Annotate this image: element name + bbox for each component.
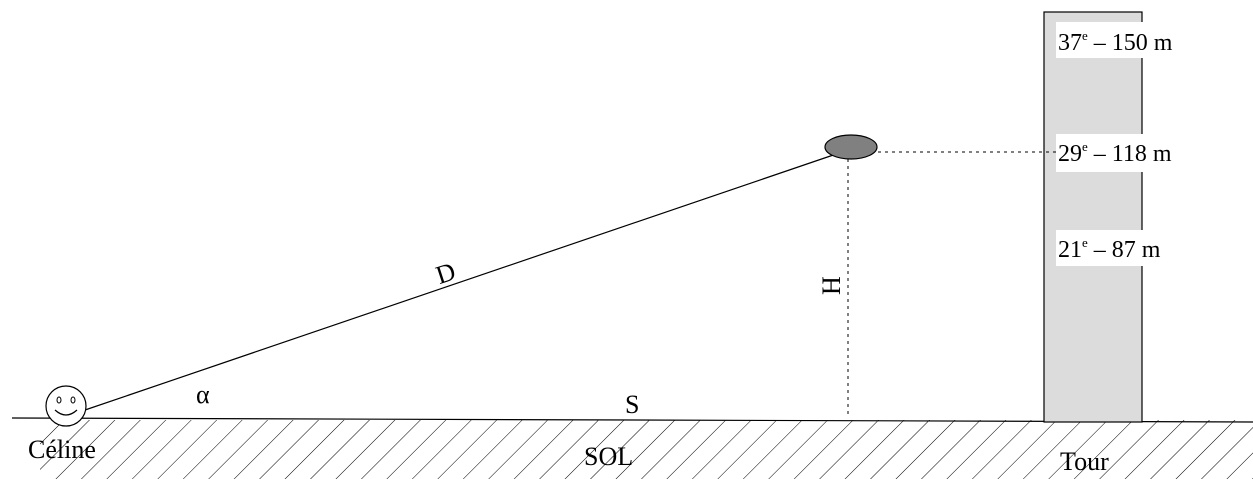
- smiley-icon: [45, 385, 87, 427]
- floor-37-bg: [1056, 22, 1144, 58]
- floor-29-bg: [1056, 134, 1144, 172]
- tower: [1043, 11, 1143, 423]
- floor-29-label: 29e – 118 m: [1058, 139, 1172, 167]
- distance-label: D: [432, 257, 459, 290]
- sight-line: [84, 149, 849, 411]
- ground-label: SOL: [584, 442, 633, 471]
- flying-object: [824, 134, 878, 160]
- floor-21-label: 21e – 87 m: [1058, 235, 1161, 263]
- person-label: Céline: [28, 435, 96, 464]
- ground-hatch: [40, 420, 1253, 479]
- angle-label: α: [196, 380, 210, 409]
- height-label: H: [817, 276, 846, 295]
- ground-distance-label: S: [625, 390, 639, 419]
- floor-21-bg: [1056, 230, 1144, 266]
- floor-37-label: 37e – 150 m: [1058, 28, 1173, 56]
- tower-label: Tour: [1060, 447, 1109, 476]
